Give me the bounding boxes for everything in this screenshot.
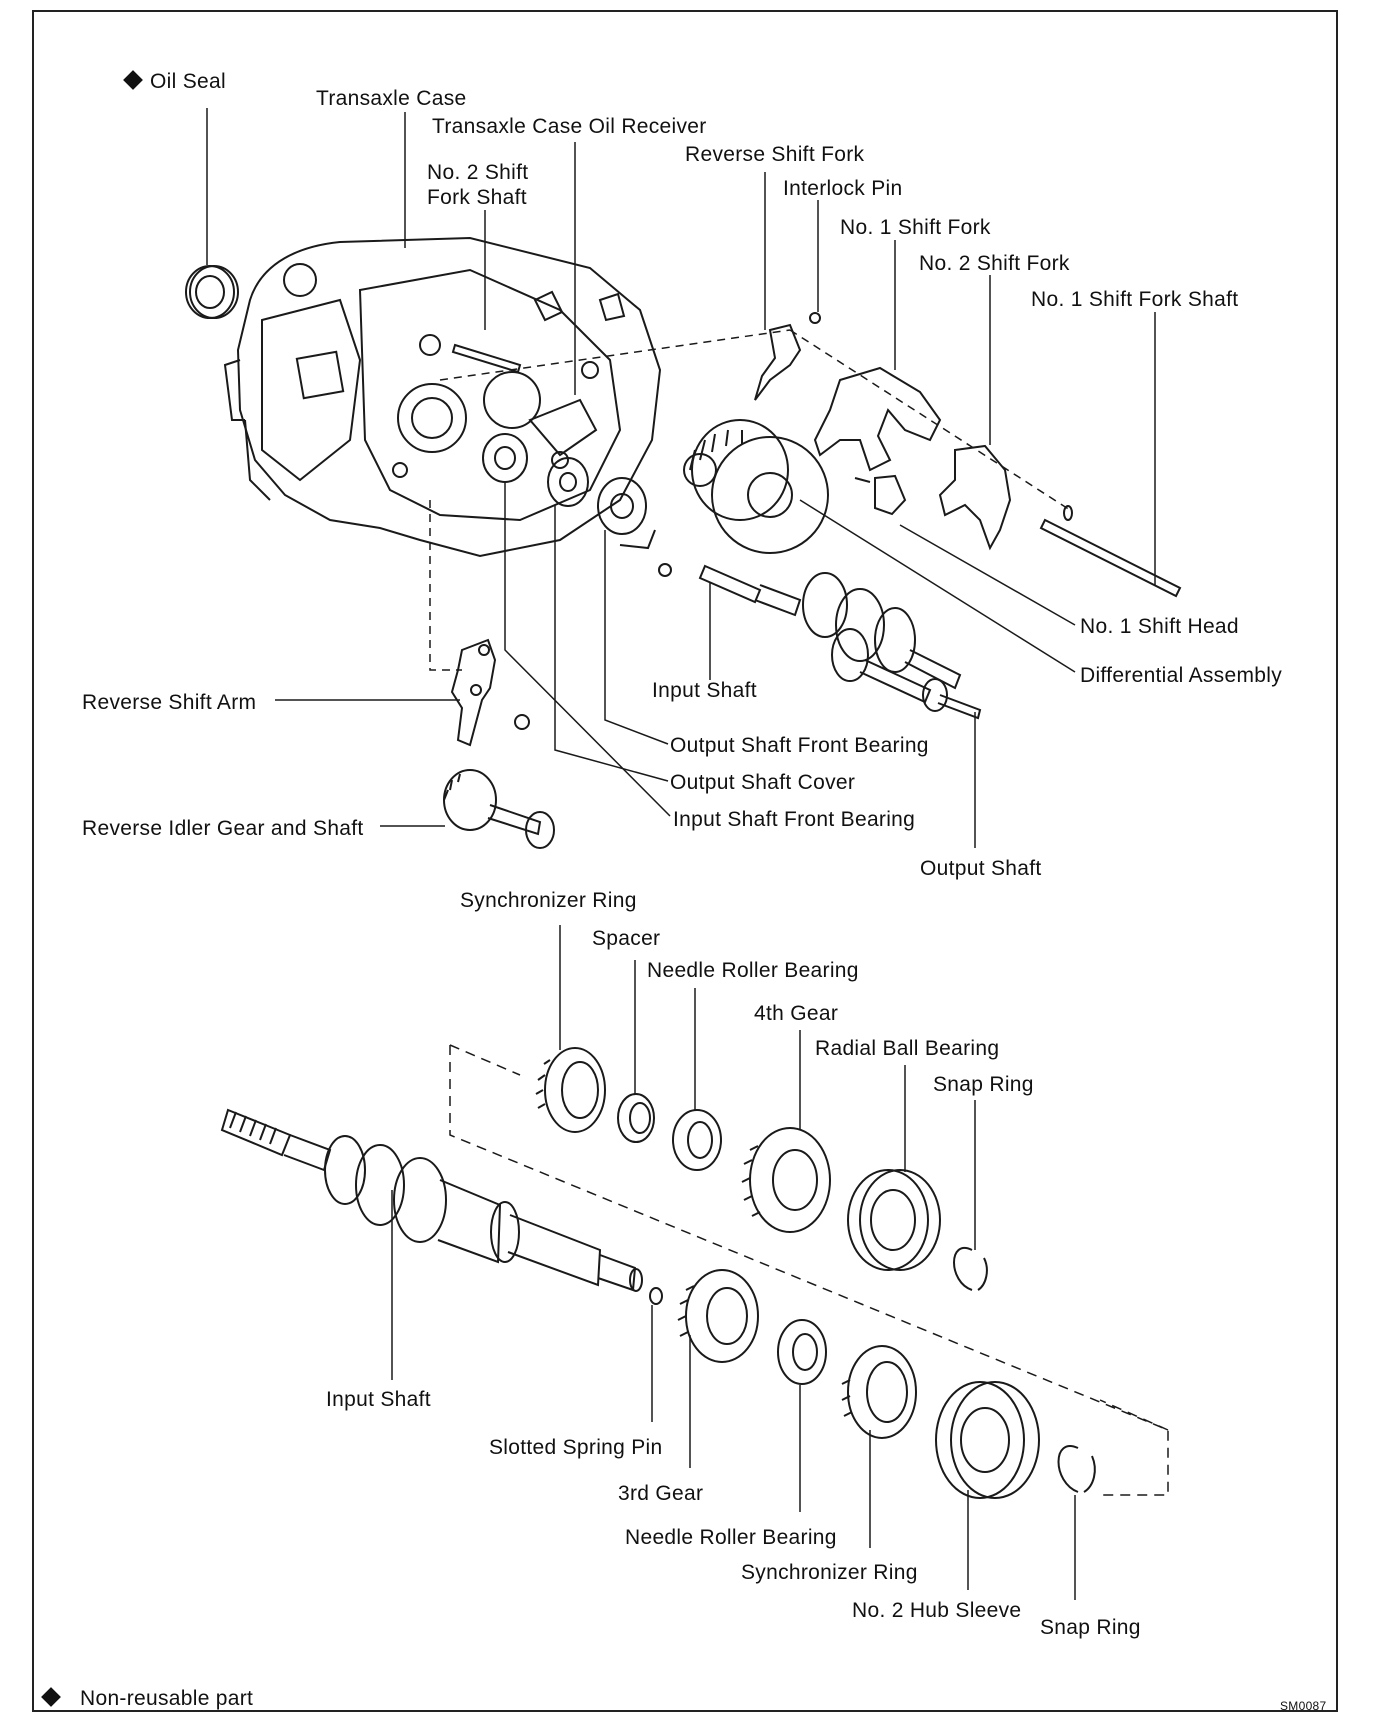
reverse-idler-gear-part [443, 769, 555, 849]
synchronizer-ring-bottom-part [841, 1345, 917, 1439]
transaxle-case-part [223, 236, 662, 558]
synchronizer-ring-top-part [535, 1047, 606, 1133]
output-shaft-front-bearing-label: Output Shaft Front Bearing [670, 734, 929, 757]
snap-ring-bottom-part [1057, 1445, 1096, 1493]
third-gear-label: 3rd Gear [618, 1482, 704, 1505]
reverse-shift-arm-part [450, 638, 530, 747]
output-shaft-cover-label: Output Shaft Cover [670, 771, 856, 794]
no2-shift-fork-shaft-part [451, 343, 522, 374]
oil-seal-label: Oil Seal [123, 70, 226, 94]
transaxle-case-oil-receiver-label: Transaxle Case Oil Receiver [432, 115, 707, 138]
synchronizer-ring-bottom-label: Synchronizer Ring [741, 1561, 918, 1584]
legend: Non-reusable part [41, 1687, 254, 1711]
reverse-shift-fork-label: Reverse Shift Fork [685, 143, 865, 166]
snap-ring-top-label: Snap Ring [933, 1073, 1034, 1096]
bottom-leader-lines [391, 925, 1076, 1600]
non-reusable-diamond-icon [41, 1687, 61, 1707]
input-shaft-top-part [698, 564, 962, 690]
fourth-gear-part [741, 1127, 831, 1233]
no1-shift-fork-part [813, 366, 942, 472]
no2-shift-fork-shaft-label-line1: No. 2 Shift [427, 161, 529, 184]
no2-hub-sleeve-label: No. 2 Hub Sleeve [852, 1599, 1022, 1622]
legend-text: Non-reusable part [80, 1687, 254, 1710]
top-dashed-guides [429, 329, 1071, 671]
synchronizer-ring-top-label: Synchronizer Ring [460, 889, 637, 912]
reverse-shift-fork-part [754, 312, 821, 401]
output-shaft-front-bearing-part [597, 477, 672, 577]
output-shaft-label: Output Shaft [920, 857, 1042, 880]
needle-roller-bearing-bottom-label: Needle Roller Bearing [625, 1526, 837, 1549]
no2-shift-fork-label: No. 2 Shift Fork [919, 252, 1070, 275]
slotted-spring-pin-label: Slotted Spring Pin [489, 1436, 663, 1459]
input-shaft-bottom-label: Input Shaft [326, 1388, 431, 1411]
spacer-part [617, 1093, 655, 1143]
differential-assembly-label: Differential Assembly [1080, 664, 1282, 687]
input-shaft-top-label: Input Shaft [652, 679, 757, 702]
snap-ring-top-part [953, 1247, 988, 1291]
figure-code: SM0087 [1280, 1699, 1327, 1713]
bottom-dashed-guides [449, 1044, 1169, 1496]
no1-shift-head-label: No. 1 Shift Head [1080, 615, 1239, 638]
no1-shift-head-part [854, 474, 907, 516]
output-shaft-cover-part [547, 457, 589, 507]
differential-assembly-part [683, 419, 829, 554]
input-shaft-front-bearing-part [482, 433, 528, 483]
third-gear-part [677, 1269, 759, 1363]
radial-ball-bearing-part [847, 1169, 941, 1271]
top-leader-lines [206, 108, 1156, 848]
diagram-frame [32, 10, 1338, 1712]
no2-shift-fork-shaft-label-line2: Fork Shaft [427, 186, 527, 209]
needle-roller-bearing-top-label: Needle Roller Bearing [647, 959, 859, 982]
input-shaft-front-bearing-label: Input Shaft Front Bearing [673, 808, 916, 831]
needle-roller-bearing-top-part [672, 1109, 722, 1171]
reverse-idler-gear-and-shaft-label: Reverse Idler Gear and Shaft [82, 817, 364, 840]
input-shaft-bottom-part [220, 1108, 643, 1292]
output-shaft-top-part [831, 628, 982, 720]
no2-shift-fork-part [938, 444, 1012, 551]
interlock-pin-label: Interlock Pin [783, 177, 903, 200]
spacer-label: Spacer [592, 927, 661, 950]
non-reusable-diamond-icon [123, 70, 143, 90]
radial-ball-bearing-label: Radial Ball Bearing [815, 1037, 1000, 1060]
no2-hub-sleeve-part [935, 1381, 1040, 1499]
needle-roller-bearing-bottom-part [777, 1319, 827, 1385]
oil-seal-part [185, 265, 239, 319]
no1-shift-fork-shaft-label: No. 1 Shift Fork Shaft [1031, 288, 1239, 311]
no1-shift-fork-shaft-part [1039, 505, 1182, 598]
reverse-shift-arm-label: Reverse Shift Arm [82, 691, 257, 714]
no1-shift-fork-label: No. 1 Shift Fork [840, 216, 991, 239]
slotted-spring-pin-part [649, 1287, 663, 1305]
snap-ring-bottom-label: Snap Ring [1040, 1616, 1141, 1639]
fourth-gear-label: 4th Gear [754, 1002, 839, 1025]
transaxle-case-label: Transaxle Case [316, 87, 467, 110]
